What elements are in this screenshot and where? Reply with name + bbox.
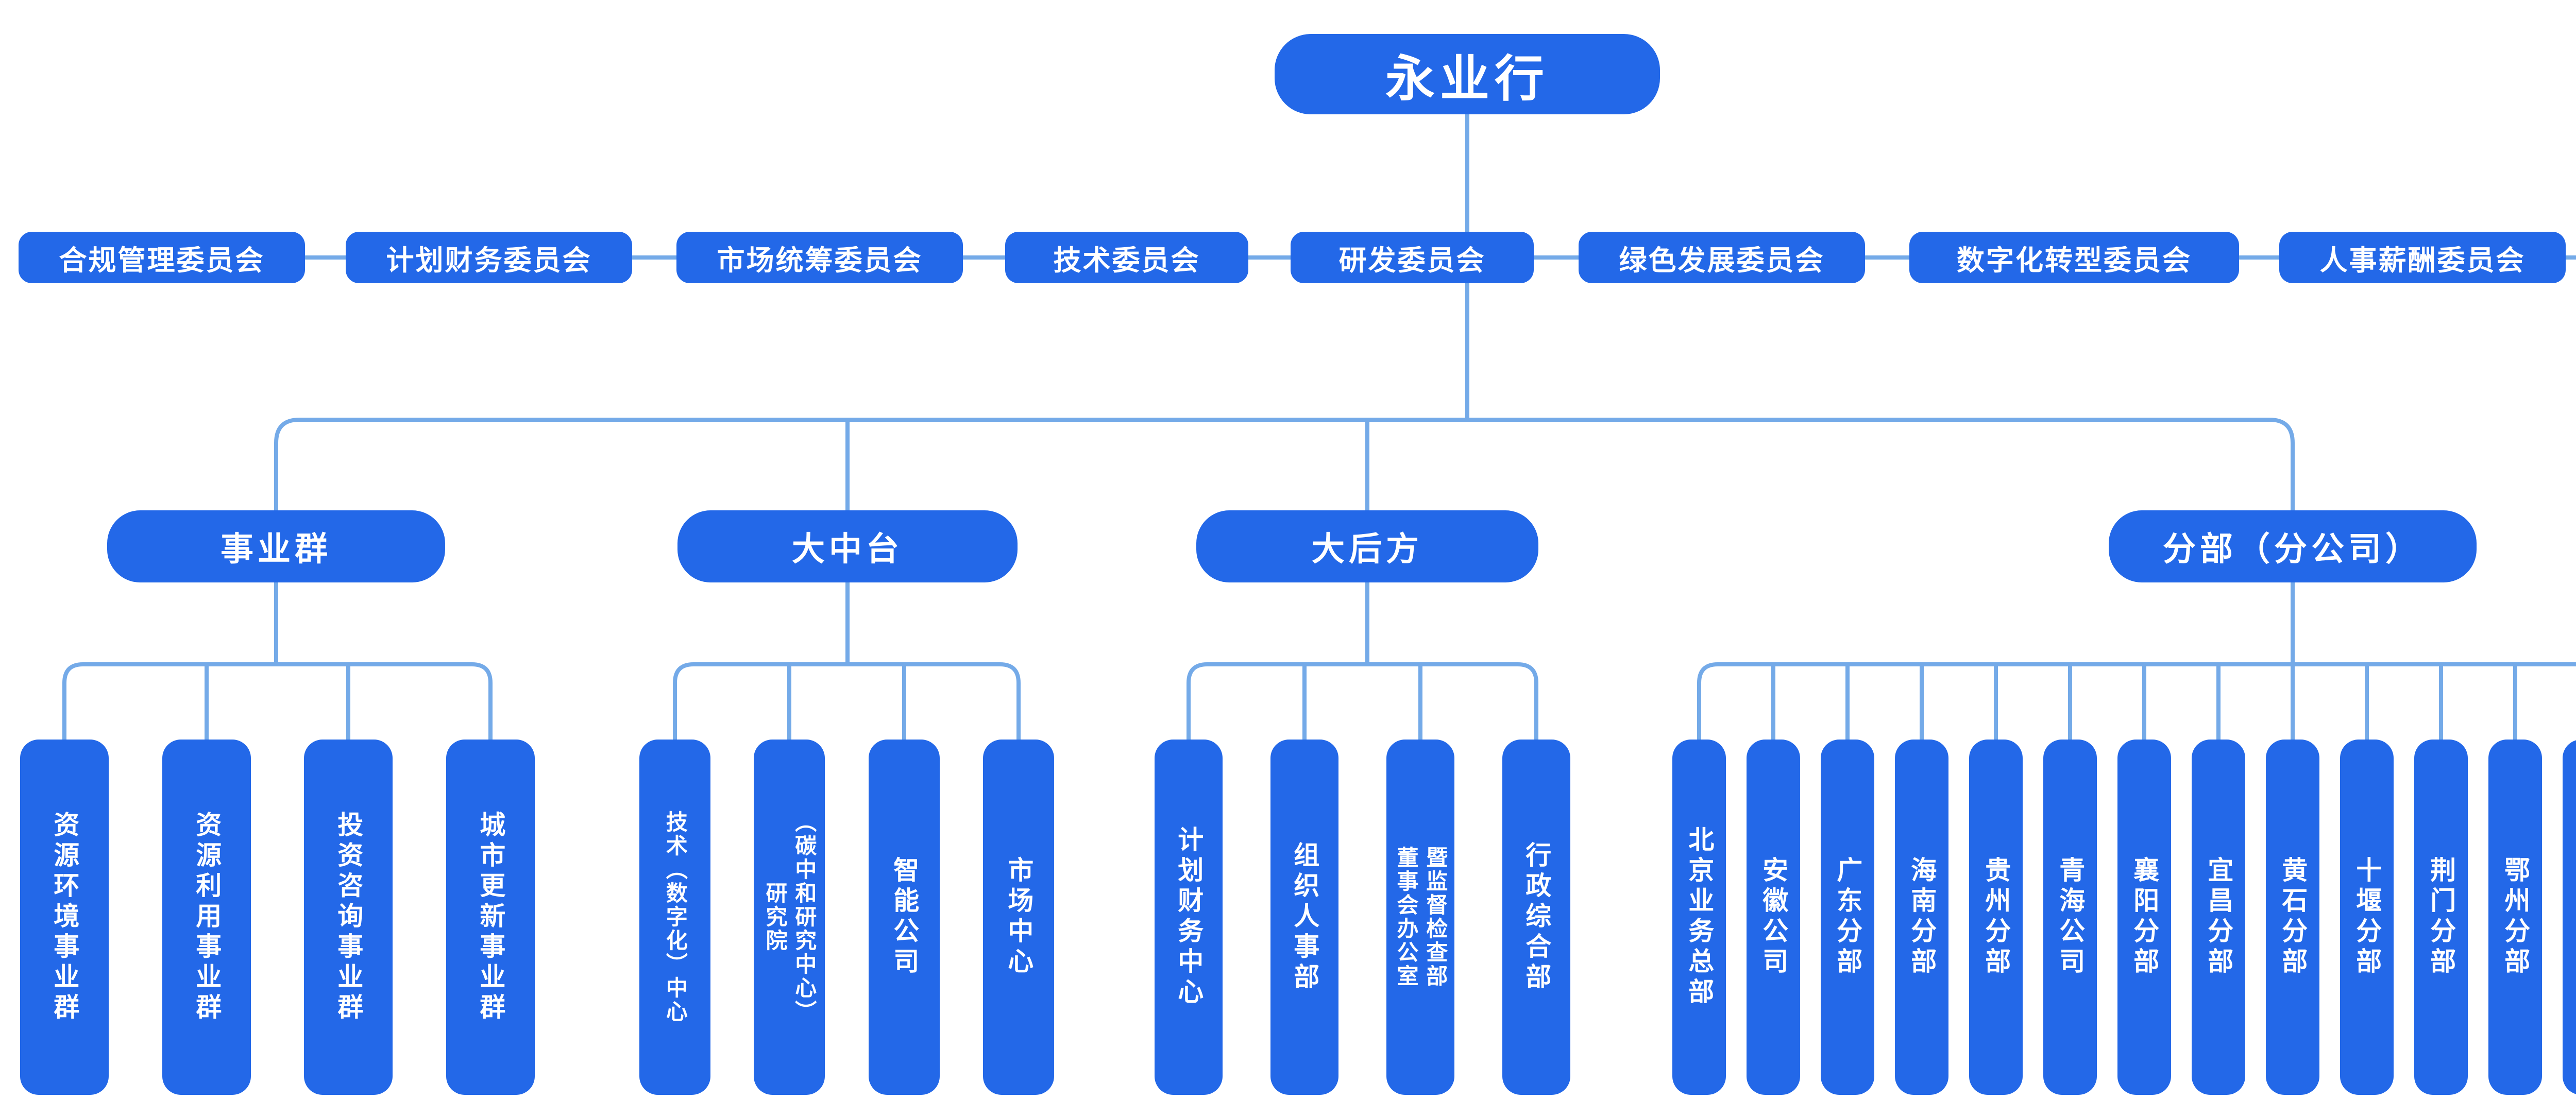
leaf-label: 资源利用事业群	[192, 811, 222, 1024]
org-leaf-node: 计划财务中心	[1155, 740, 1223, 1095]
leaf-label: 安徽公司	[1759, 856, 1788, 978]
org-leaf-node: 行政综合部	[1502, 740, 1570, 1095]
committee-label: 计划财务委员会	[386, 245, 592, 276]
org-leaf-node: 北京业务总部	[1672, 740, 1726, 1095]
org-leaf-node: 安徽公司	[1747, 740, 1800, 1095]
org-leaf-node: 十堰分部	[2340, 740, 2394, 1095]
org-leaf-node: 青海公司	[2043, 740, 2097, 1095]
division-middle-platform: 大中台	[677, 510, 1018, 582]
division-business-groups: 事业群	[107, 510, 445, 582]
org-leaf-node: 城市更新事业群	[446, 740, 535, 1095]
leaf-label: 技术（数字化）中心	[663, 811, 688, 1024]
committee-label: 合规管理委员会	[59, 245, 265, 276]
committee-node: 合规管理委员会	[19, 232, 305, 283]
group1-tee-lines	[205, 664, 350, 742]
division-label: 大中台	[792, 530, 903, 568]
leaf-label: 智能公司	[890, 856, 919, 978]
leaf-label: 鄂州分部	[2501, 856, 2530, 978]
committee-label: 研发委员会	[1338, 245, 1486, 276]
org-leaf-node: 资源利用事业群	[162, 740, 251, 1095]
leaf-label: 十堰分部	[2352, 856, 2382, 978]
leaf-label: 黄石分部	[2278, 856, 2308, 978]
leaf-label: 投资咨询事业群	[334, 811, 363, 1024]
org-leaf-node: 广东分部	[1821, 740, 1874, 1095]
committee-node: 人事薪酬委员会	[2279, 232, 2566, 283]
group4-bus-line	[1697, 662, 2576, 742]
committee-label: 技术委员会	[1053, 245, 1200, 276]
group3-bus-line	[1187, 662, 1538, 742]
org-leaf-node: 贵州分部	[1969, 740, 2023, 1095]
group3-tee-lines	[1302, 664, 1422, 742]
leaf-label: 董事会办公室 暨监督检查部	[1394, 846, 1448, 988]
org-leaf-node: 董事会办公室 暨监督检查部	[1386, 740, 1454, 1095]
leaf-label: 宜昌分部	[2204, 856, 2233, 978]
distribution-line	[274, 418, 2295, 664]
org-leaf-node: 海南分部	[1895, 740, 1948, 1095]
division-back-office: 大后方	[1196, 510, 1538, 582]
leaf-label: 资源环境事业群	[50, 811, 79, 1024]
group1-bus-line	[62, 662, 493, 742]
leaf-label: 贵州分部	[1981, 856, 2011, 978]
group4-tee-lines	[1771, 664, 2517, 742]
org-leaf-node: 智能公司	[869, 740, 940, 1095]
committee-label: 数字化转型委员会	[1957, 245, 2192, 276]
committee-node: 技术委员会	[1005, 232, 1248, 283]
group2-tee-lines	[787, 664, 906, 742]
committee-label: 人事薪酬委员会	[2319, 245, 2526, 276]
committee-node: 数字化转型委员会	[1909, 232, 2239, 283]
group2-bus-line	[673, 662, 1021, 742]
leaf-label: 海南分部	[1907, 856, 1937, 978]
org-leaf-node: 研究院 （碳中和研究中心）	[754, 740, 825, 1095]
org-leaf-node: 宜昌分部	[2192, 740, 2245, 1095]
org-leaf-node: 资源环境事业群	[20, 740, 109, 1095]
leaf-label: 北京业务总部	[1685, 826, 1714, 1008]
leaf-label: 城市更新事业群	[476, 811, 505, 1024]
committee-node: 市场统筹委员会	[676, 232, 963, 283]
committee-label: 市场统筹委员会	[717, 245, 923, 276]
leaf-label: 青海公司	[2056, 856, 2085, 978]
org-leaf-node: 鄂州分部	[2488, 740, 2542, 1095]
leaf-label: 研究院 （碳中和研究中心）	[763, 811, 817, 1024]
leaf-label: 行政综合部	[1522, 841, 1551, 993]
leaf-label: 市场中心	[1004, 856, 1033, 978]
committee-node: 绿色发展委员会	[1579, 232, 1865, 283]
root-node-label: 永业行	[1385, 51, 1549, 107]
leaf-label: 孝感分部	[2573, 856, 2576, 978]
root-node: 永业行	[1275, 34, 1660, 114]
division-label: 事业群	[221, 530, 332, 568]
leaf-label: 襄阳分部	[2130, 856, 2159, 978]
org-leaf-node: 市场中心	[983, 740, 1054, 1095]
leaf-label: 计划财务中心	[1174, 826, 1204, 1008]
division-branches: 分部（分公司）	[2109, 510, 2477, 582]
leaf-label: 组织人事部	[1290, 841, 1319, 993]
org-leaf-node: 组织人事部	[1270, 740, 1338, 1095]
org-leaf-node: 黄石分部	[2266, 740, 2319, 1095]
org-leaf-node: 孝感分部	[2563, 740, 2576, 1095]
org-leaf-node: 襄阳分部	[2117, 740, 2171, 1095]
division-label: 大后方	[1312, 530, 1423, 568]
division-label: 分部（分公司）	[2163, 530, 2422, 568]
committee-node: 研发委员会	[1291, 232, 1534, 283]
leaf-label: 广东分部	[1833, 856, 1862, 978]
org-leaf-node: 荆门分部	[2414, 740, 2468, 1095]
org-leaf-node: 投资咨询事业群	[304, 740, 393, 1095]
committee-node: 计划财务委员会	[346, 232, 632, 283]
org-leaf-node: 技术（数字化）中心	[639, 740, 710, 1095]
committee-label: 绿色发展委员会	[1619, 245, 1825, 276]
leaf-label: 荆门分部	[2427, 856, 2456, 978]
